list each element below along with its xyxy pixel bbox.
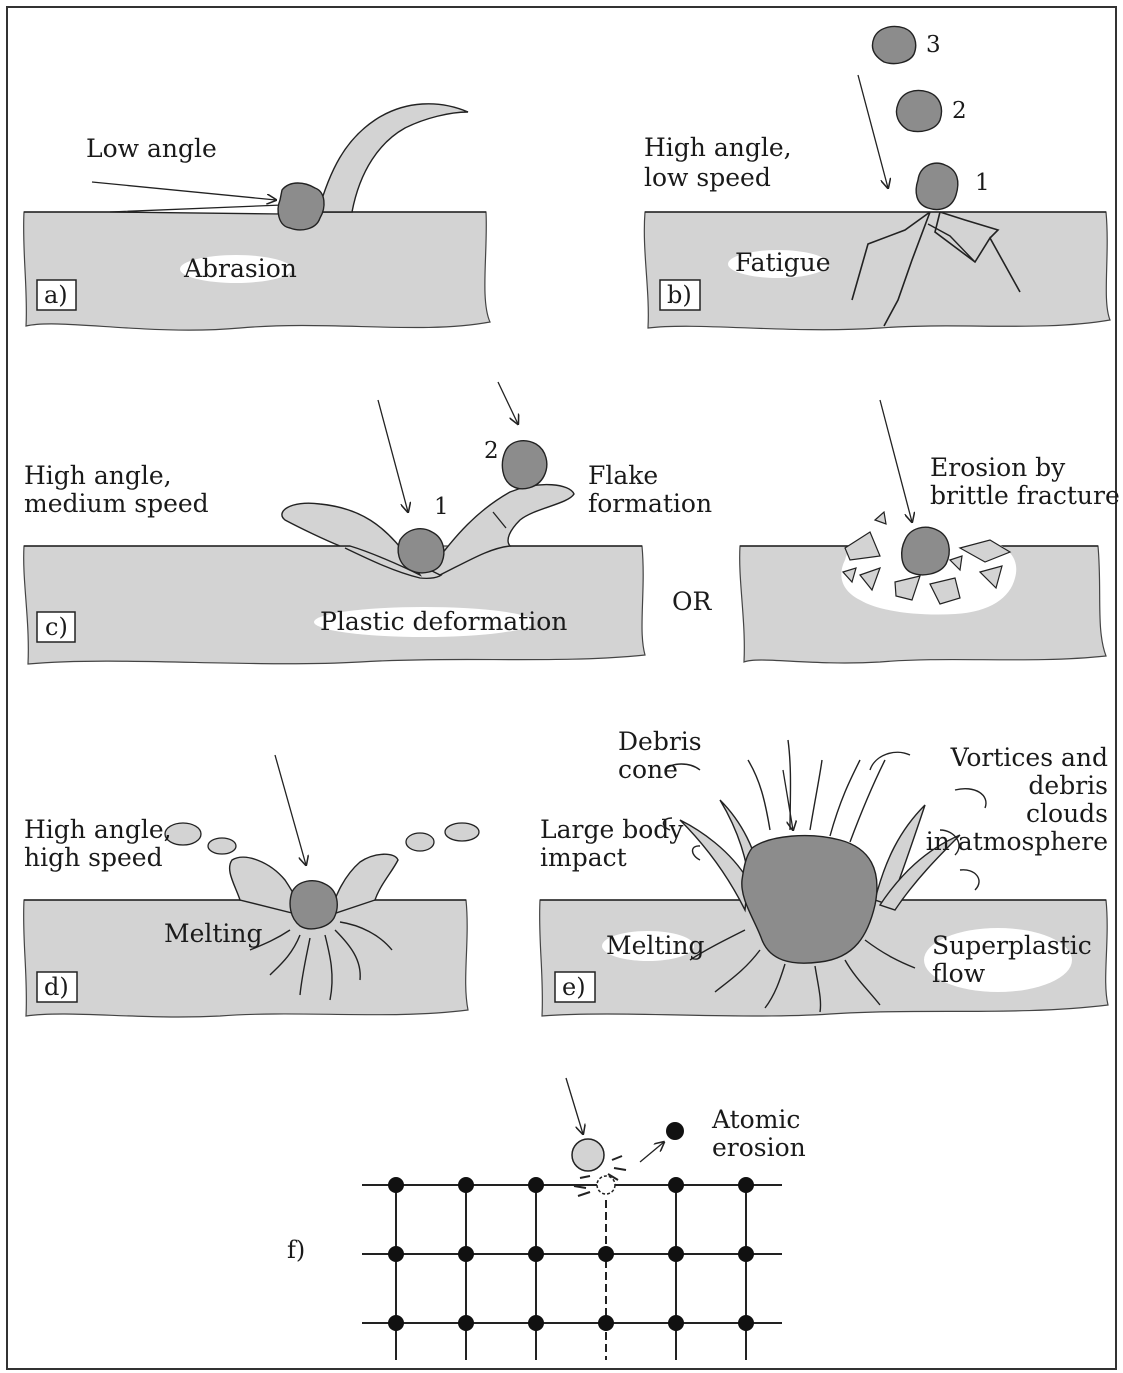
panel-d: High angle, high speed Melting d)	[24, 755, 479, 1017]
panel-e-melting-label: Melting	[606, 931, 705, 960]
panel-c-particle-2	[502, 441, 546, 489]
panel-e-debris-1: Debris	[618, 727, 702, 756]
panel-e-debris-2: cone	[618, 755, 678, 784]
panel-b-seq-1: 1	[975, 170, 990, 196]
panel-e: Debris cone Large body impact Vortices a…	[540, 727, 1108, 1016]
vacancy-site	[597, 1176, 615, 1194]
panel-f-atomic-1: Atomic	[711, 1105, 800, 1134]
panel-b-seq-3: 3	[926, 32, 941, 58]
panel-e-impact-2: impact	[540, 843, 627, 872]
panel-c-brittle-1: Erosion by	[930, 453, 1066, 482]
panel-d-particle	[290, 881, 337, 929]
panel-b-process-label: Fatigue	[735, 248, 831, 277]
panel-b-tag: b)	[667, 281, 692, 309]
panel-d-condition-1: High angle,	[24, 815, 172, 844]
panel-c-surface	[24, 546, 645, 664]
panel-c-brittle-particle	[902, 527, 950, 575]
panel-b-particle-1	[916, 163, 958, 209]
panel-b-surface	[644, 212, 1110, 330]
panel-f-atomic-2: erosion	[712, 1133, 806, 1162]
panel-b-particle-2	[896, 91, 941, 132]
panel-c-particle-1	[398, 529, 444, 573]
panel-c-seq-2: 2	[484, 438, 499, 464]
panel-f: Atomic erosion f)	[287, 1078, 806, 1360]
panel-e-vortex-2: debris	[1028, 771, 1108, 800]
panel-c-brittle-2: brittle fracture	[930, 481, 1120, 510]
panel-a-arrow	[92, 182, 276, 200]
panel-c-condition-1: High angle,	[24, 461, 172, 490]
panel-c-flake-2: formation	[588, 489, 712, 518]
panel-c-brittle: Erosion by brittle fracture	[740, 400, 1120, 663]
panel-b: 1 2 3 High angle, low speed Fatigue b)	[644, 26, 1110, 329]
panel-a-tag: a)	[44, 281, 68, 309]
panel-c-seq-1: 1	[434, 494, 449, 520]
or-label: OR	[672, 587, 712, 616]
panel-d-tag: d)	[44, 973, 69, 1001]
panel-e-vortex-3: clouds	[1026, 799, 1108, 828]
incident-atom	[572, 1139, 604, 1171]
panel-c-tag: c)	[45, 613, 68, 641]
panel-b-condition-1: High angle,	[644, 133, 792, 162]
panel-b-arrow	[858, 75, 888, 188]
panel-c-process-label: Plastic deformation	[320, 607, 567, 636]
panel-f-tag: f)	[287, 1236, 305, 1264]
ejected-atom	[666, 1122, 684, 1140]
panel-e-superplastic-2: flow	[932, 959, 986, 988]
panel-c: 1 2 High angle, medium speed Flake forma…	[24, 382, 712, 664]
atomic-lattice-grid	[362, 1185, 782, 1360]
panel-a-process-label: Abrasion	[183, 254, 297, 283]
panel-b-condition-2: low speed	[644, 163, 771, 192]
panel-c-condition-2: medium speed	[24, 489, 209, 518]
abrasion-chip	[318, 104, 468, 212]
panel-e-vortex-4: in atmosphere	[926, 827, 1108, 856]
panel-a: Low angle Abrasion a)	[24, 104, 490, 330]
panel-b-particle-3	[872, 26, 915, 63]
panel-d-surface	[24, 900, 468, 1017]
panel-d-process-label: Melting	[164, 919, 263, 948]
panel-b-seq-2: 2	[952, 98, 967, 124]
panel-c-flake-1: Flake	[588, 461, 658, 490]
panel-e-tag: e)	[562, 973, 586, 1001]
panel-a-particle	[278, 183, 324, 230]
panel-a-angle-label: Low angle	[86, 134, 217, 163]
panel-e-superplastic-1: Superplastic	[932, 931, 1092, 960]
panel-e-vortex-1: Vortices and	[950, 743, 1108, 772]
panel-d-condition-2: high speed	[24, 843, 163, 872]
panel-e-impact-1: Large body	[540, 815, 684, 844]
